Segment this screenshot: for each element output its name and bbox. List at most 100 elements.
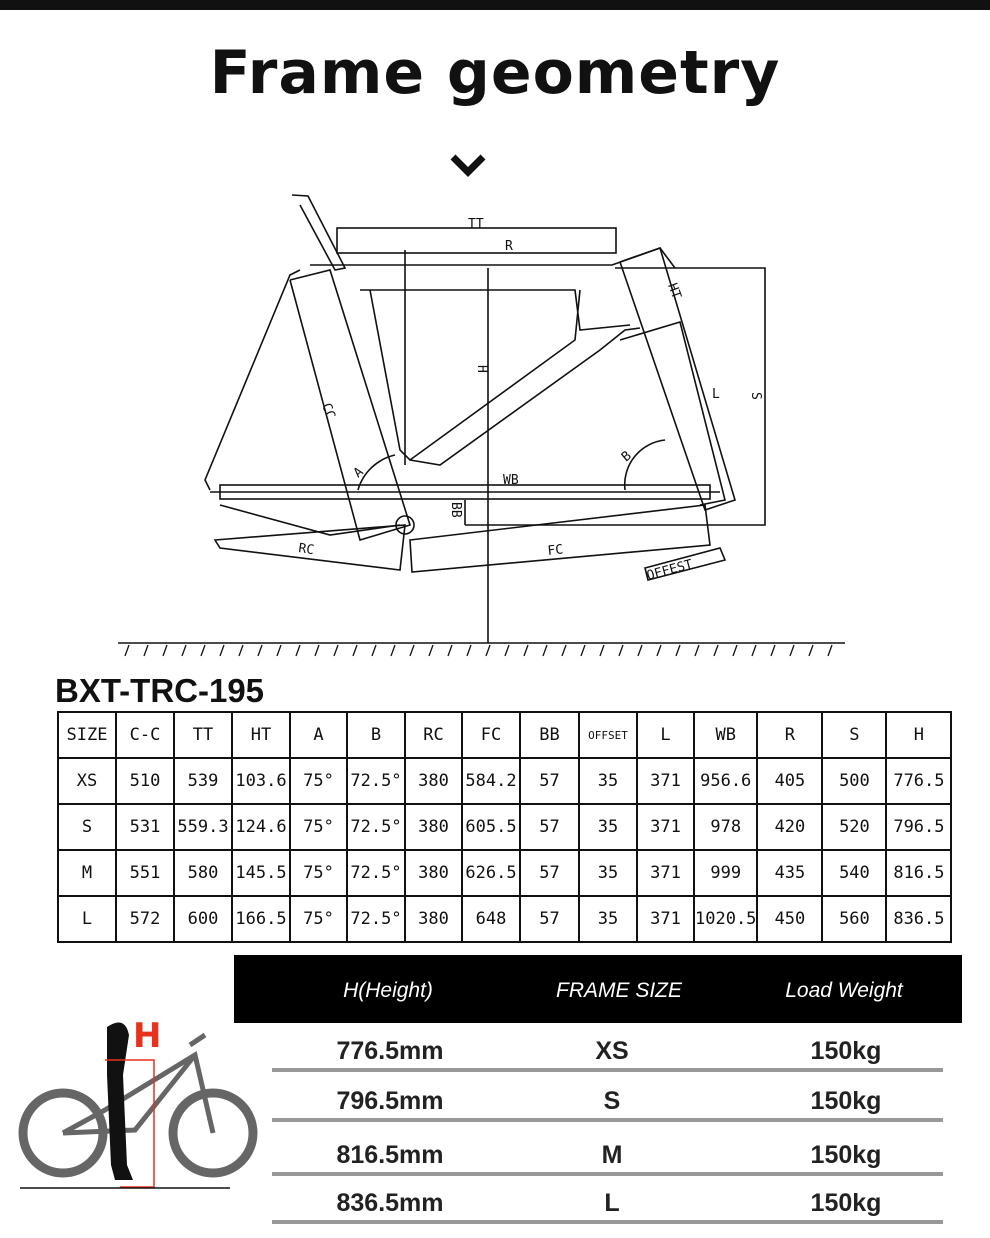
table-cell: 559.3	[173, 803, 233, 851]
table-cell: 72.5°	[346, 803, 406, 851]
table-cell: 520	[821, 803, 888, 851]
fit-height: 776.5mm	[336, 1037, 444, 1065]
frame-geometry-diagram: TT R HT H S L CC A B WB BB RC FC OFFEST	[118, 154, 845, 657]
fit-height: 796.5mm	[336, 1087, 444, 1115]
ground-hatch	[599, 644, 605, 657]
ground-hatch	[295, 644, 301, 657]
table-cell: M	[57, 849, 117, 897]
ground-hatch	[390, 644, 396, 657]
ground-hatch	[200, 644, 206, 657]
table-cell: 572	[115, 895, 175, 943]
table-cell: 371	[636, 849, 695, 897]
fit-load: 150kg	[810, 1087, 882, 1115]
table-cell: 450	[756, 895, 824, 943]
fit-table-header: H(Height) FRAME SIZE Load Weight	[234, 955, 962, 1023]
ground-hatch	[751, 644, 757, 657]
table-cell: 600	[173, 895, 233, 943]
label-rc: RC	[297, 541, 315, 558]
ground-hatch	[485, 644, 491, 657]
fit-load: 150kg	[810, 1141, 882, 1169]
table-cell: 124.6	[231, 803, 291, 851]
height-measure-line	[105, 1059, 155, 1188]
table-cell: 57	[519, 895, 580, 943]
table-cell: 1020.5	[692, 895, 759, 943]
table-cell: 380	[404, 803, 463, 851]
table-cell: 145.5	[231, 849, 291, 897]
table-cell: 72.5°	[346, 895, 406, 943]
table-cell: 539	[173, 757, 233, 805]
ground-hatch	[428, 644, 434, 657]
table-cell: 75°	[289, 895, 348, 943]
ground-hatch	[542, 644, 548, 657]
ground-hatch	[523, 644, 529, 657]
label-tt: TT	[468, 217, 484, 232]
table-cell: 405	[756, 757, 824, 805]
table-cell: 510	[115, 757, 175, 805]
top-bar	[0, 0, 990, 10]
ground-hatch	[238, 644, 244, 657]
ground-hatch	[162, 644, 168, 657]
ground-hatch	[656, 644, 662, 657]
column-header-l: L	[636, 711, 695, 759]
ground-hatch	[333, 644, 339, 657]
ground-hatch	[124, 644, 130, 657]
table-cell: 605.5	[461, 803, 521, 851]
fit-height: 836.5mm	[336, 1189, 444, 1217]
table-cell: 380	[404, 757, 463, 805]
ground-hatch	[789, 644, 795, 657]
column-header-r: R	[756, 711, 824, 759]
table-cell: 57	[519, 757, 580, 805]
table-cell: S	[57, 803, 117, 851]
table-cell: 836.5	[885, 895, 953, 943]
column-header-ht: HT	[231, 711, 291, 759]
table-cell: 75°	[289, 849, 348, 897]
label-bb: BB	[448, 502, 463, 518]
column-header-cc: C-C	[115, 711, 175, 759]
ground-hatch	[466, 644, 472, 657]
table-cell: 371	[636, 803, 695, 851]
table-cell: 371	[636, 757, 695, 805]
ground-hatch	[675, 644, 681, 657]
label-wb: WB	[503, 473, 519, 488]
table-cell: 580	[173, 849, 233, 897]
ground-hatch	[827, 644, 833, 657]
table-cell: 380	[404, 895, 463, 943]
ground-hatch	[314, 644, 320, 657]
label-ht: HT	[664, 281, 684, 301]
label-b: B	[619, 448, 635, 465]
fit-size: M	[601, 1141, 623, 1169]
table-cell: 72.5°	[346, 849, 406, 897]
table-cell: 584.2	[461, 757, 521, 805]
table-cell: L	[57, 895, 117, 943]
column-header-size: SIZE	[57, 711, 117, 759]
header-load-weight: Load Weight	[785, 979, 903, 1002]
ground-hatch	[637, 644, 643, 657]
column-header-s: S	[821, 711, 888, 759]
table-cell: 435	[756, 849, 824, 897]
column-header-h: H	[885, 711, 953, 759]
table-cell: 540	[821, 849, 888, 897]
table-cell: 75°	[289, 803, 348, 851]
rider-silhouette	[107, 1022, 133, 1180]
table-cell: 380	[404, 849, 463, 897]
rider-bike-illustration: H	[18, 1016, 258, 1189]
column-header-wb: WB	[692, 711, 759, 759]
ground-hatch	[770, 644, 776, 657]
table-cell: 531	[115, 803, 175, 851]
table-cell: 551	[115, 849, 175, 897]
ground-hatch	[352, 644, 358, 657]
column-header-a: A	[289, 711, 348, 759]
ground-hatch	[580, 644, 586, 657]
ground-hatch	[447, 644, 453, 657]
ground-hatch	[219, 644, 225, 657]
table-cell: 166.5	[231, 895, 291, 943]
table-cell: 776.5	[885, 757, 953, 805]
label-fc: FC	[547, 542, 564, 559]
model-name: BXT-TRC-195	[55, 672, 265, 709]
table-cell: 75°	[289, 757, 348, 805]
